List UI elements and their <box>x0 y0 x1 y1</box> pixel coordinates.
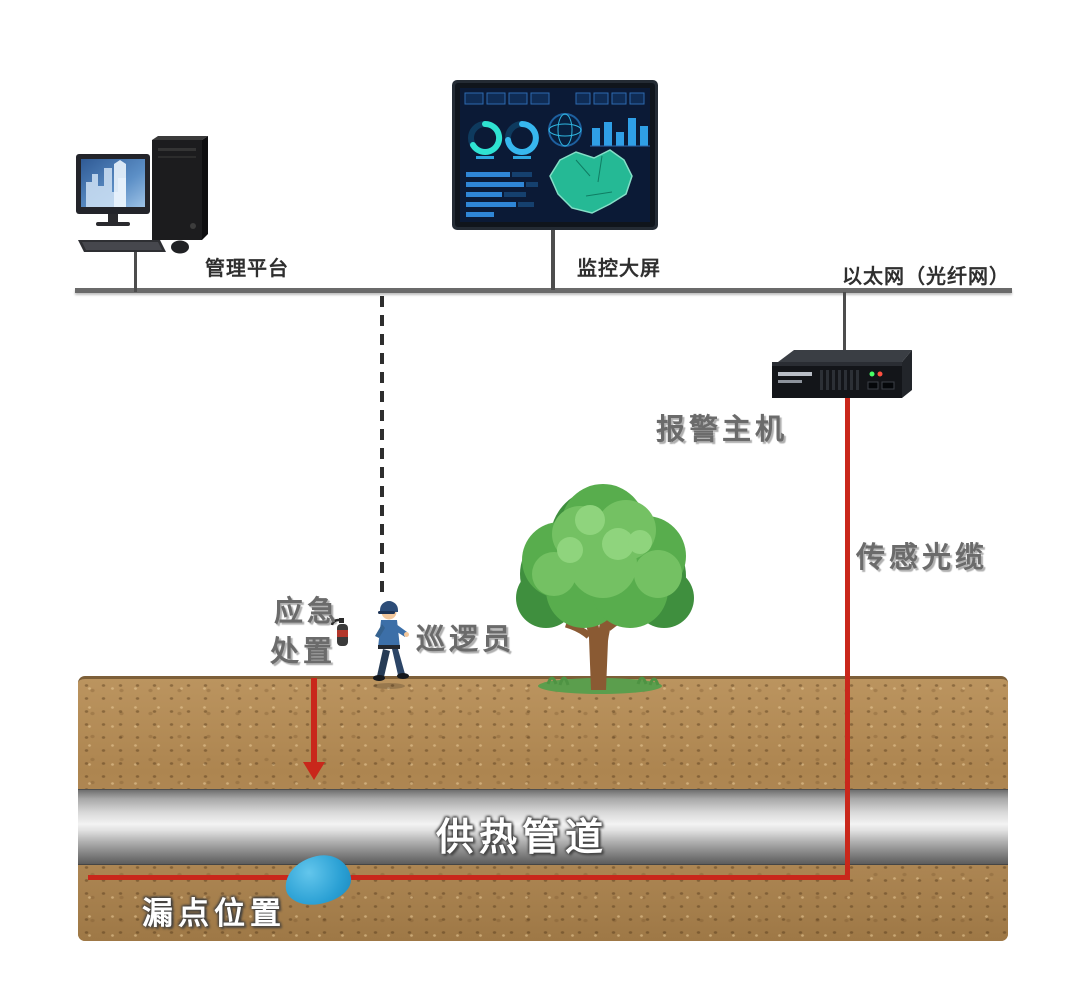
alarm-host-device <box>768 346 916 404</box>
emergency-equipment <box>330 615 354 649</box>
patrol-officer <box>363 598 415 690</box>
label-ethernet: 以太网（光纤网） <box>842 266 1010 288</box>
tree <box>488 478 720 696</box>
dashboard-stand-line <box>551 228 555 290</box>
label-emergency-bottom: 处置 <box>270 636 337 668</box>
fire-extinguisher-icon <box>330 618 348 646</box>
sensing-cable-vertical <box>845 398 850 880</box>
alarm-host-connector-line <box>843 292 846 350</box>
patrol-officer-icon <box>373 601 409 689</box>
dashboard-screen-icon <box>452 80 658 230</box>
alarm-host-device-icon <box>772 350 912 398</box>
dispatch-dashed-line <box>380 296 384 596</box>
label-emergency-top: 应急 <box>274 596 341 628</box>
label-patrol-officer: 巡逻员 <box>416 624 516 656</box>
management-computer <box>74 134 214 256</box>
emergency-arrow-shaft <box>311 678 317 764</box>
label-alarm-host: 报警主机 <box>656 414 789 446</box>
label-sensing-cable: 传感光缆 <box>856 542 989 574</box>
sensing-cable-horizontal <box>88 875 848 880</box>
label-leak-location: 漏点位置 <box>142 896 286 931</box>
label-monitoring-screen: 监控大屏 <box>577 258 661 280</box>
desktop-computer-icon <box>76 136 208 254</box>
tree-icon <box>516 484 694 694</box>
label-heating-pipeline: 供热管道 <box>436 817 609 859</box>
heating-pipeline <box>78 789 1008 865</box>
monitoring-dashboard <box>452 80 658 230</box>
computer-connector-line <box>134 250 137 292</box>
label-management-platform: 管理平台 <box>205 258 289 280</box>
emergency-arrow-head <box>303 762 325 780</box>
network-bus-line <box>75 288 1012 293</box>
